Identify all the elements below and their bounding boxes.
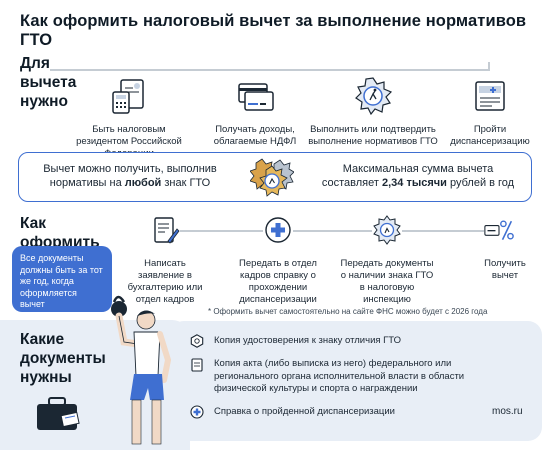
medical-cross-icon	[190, 405, 204, 419]
benefit-right-text: Максимальная сумма вычета составляет 2,3…	[321, 163, 515, 189]
documents-panel	[170, 321, 542, 441]
hexagon-badge-icon	[190, 334, 204, 348]
gto-medal-icon	[355, 77, 393, 116]
footnote: * Оформить вычет самостоятельно на сайте…	[208, 307, 488, 316]
medical-document-icon	[475, 81, 505, 111]
process-step-label: Получить вычет	[484, 258, 526, 281]
requirement-item-residency: Быть налоговым резидентом Российской Фед…	[70, 76, 188, 160]
process-connector	[165, 230, 490, 232]
page-title: Как оформить налоговый вычет за выполнен…	[20, 12, 527, 49]
medical-cross-icon	[263, 215, 293, 245]
requirement-item-checkup: Пройти диспансеризацию	[440, 76, 540, 148]
gto-badges-icon	[250, 158, 294, 197]
athlete-illustration	[111, 295, 172, 445]
document-item: Копия акта (либо выписка из него) федера…	[214, 358, 465, 394]
process-step-label: Передать документы о наличии знака ГТО в…	[340, 258, 434, 305]
document-item: Копия удостоверения к знаку отличия ГТО	[214, 335, 402, 346]
requirement-label: Выполнить или подтвердить выполнение нор…	[308, 124, 438, 147]
benefit-left-text: Вычет можно получить, выполнив нормативы…	[43, 163, 217, 189]
payment-card-icon	[238, 83, 274, 111]
requirements-connector	[50, 69, 490, 71]
documents-year-note: Все документы должны быть за тот же год,…	[12, 246, 112, 312]
requirement-label: Получать доходы, облагаемые НДФЛ	[213, 124, 297, 147]
briefcase-icon	[37, 397, 80, 430]
connector-tick	[488, 62, 490, 70]
requirements-heading: Для вычета нужно	[20, 55, 77, 110]
requirement-item-gto: Выполнить или подтвердить выполнение нор…	[308, 76, 438, 148]
requirement-label: Пройти диспансеризацию	[450, 124, 530, 147]
percent-card-icon	[484, 216, 514, 244]
brand-logo[interactable]: mos.ru	[492, 406, 523, 417]
gto-medal-icon	[372, 215, 402, 245]
calculator-document-icon	[112, 79, 144, 114]
requirement-item-income: Получать доходы, облагаемые НДФЛ	[196, 76, 314, 148]
document-icon	[191, 358, 203, 372]
document-item: Справка о пройденной диспансеризации	[214, 406, 395, 417]
application-pen-icon	[150, 215, 180, 245]
process-step-label: Передать в отдел кадров справку о прохож…	[239, 258, 317, 305]
process-step-label: Написать заявление в бухгалтерию или отд…	[127, 258, 203, 305]
documents-heading: Какие документы нужны	[20, 331, 106, 386]
